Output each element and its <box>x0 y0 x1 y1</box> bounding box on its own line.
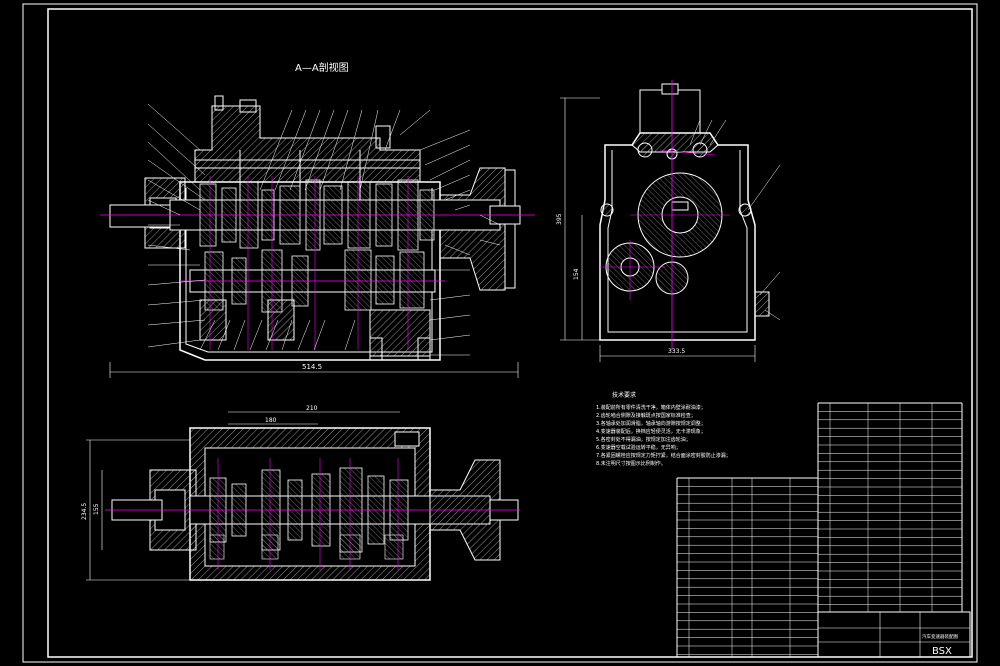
plan-view: 210 180 234.5 155 <box>81 405 520 581</box>
drawing-code: BSX <box>932 646 952 657</box>
section-view-aa: A—A剖视图 <box>100 61 535 378</box>
tech-note-line: 8.未注明尺寸按图示比例制作。 <box>596 460 666 467</box>
plan-width-dim: 210 <box>306 405 318 412</box>
side-height-small-dim: 154 <box>573 268 580 280</box>
plan-height-dim: 234.5 <box>81 503 88 520</box>
parts-list <box>676 402 963 658</box>
title-block-name: 汽车变速器装配图 <box>922 633 958 640</box>
tech-note-line: 4.变速器装配后，换档应轻便灵活，无卡滞现象； <box>596 428 706 435</box>
tech-note-line: 3.各轴承处加润滑脂，轴承轴向游隙按规定调整； <box>596 420 706 427</box>
side-view: 395 154 333.5 <box>556 80 781 362</box>
tech-notes-heading: 技术要求 <box>612 391 636 399</box>
tech-note-line: 5.各密封处不得漏油，按规定加注齿轮油； <box>596 436 691 443</box>
title-block: 汽车变速器装配图 BSX <box>817 611 971 658</box>
tech-note-line: 2.齿轮啮合侧隙及接触斑点按国家标准检查； <box>596 412 696 419</box>
side-width-dim: 333.5 <box>668 348 685 355</box>
inner-frame <box>47 8 973 658</box>
outer-frame <box>22 3 978 663</box>
tech-note-line: 1.装配前所有零件清洗干净，箱体内壁涂耐油漆； <box>596 404 706 411</box>
plan-inner-dim: 180 <box>265 417 277 424</box>
tech-note-line: 7.各紧固螺栓应按规定力矩拧紧，结合面涂密封胶防止渗漏； <box>596 452 731 459</box>
tech-note-line: 6.变速器空载试验运转平稳，无异响； <box>596 444 681 451</box>
side-height-dim: 395 <box>556 213 563 225</box>
main-width-dim: 514.5 <box>302 363 322 371</box>
section-title: A—A剖视图 <box>295 61 349 74</box>
plan-height-inner-dim: 155 <box>93 503 100 515</box>
technical-notes: 技术要求 1.装配前所有零件清洗干净，箱体内壁涂耐油漆； 2.齿轮啮合侧隙及接触… <box>596 391 731 467</box>
